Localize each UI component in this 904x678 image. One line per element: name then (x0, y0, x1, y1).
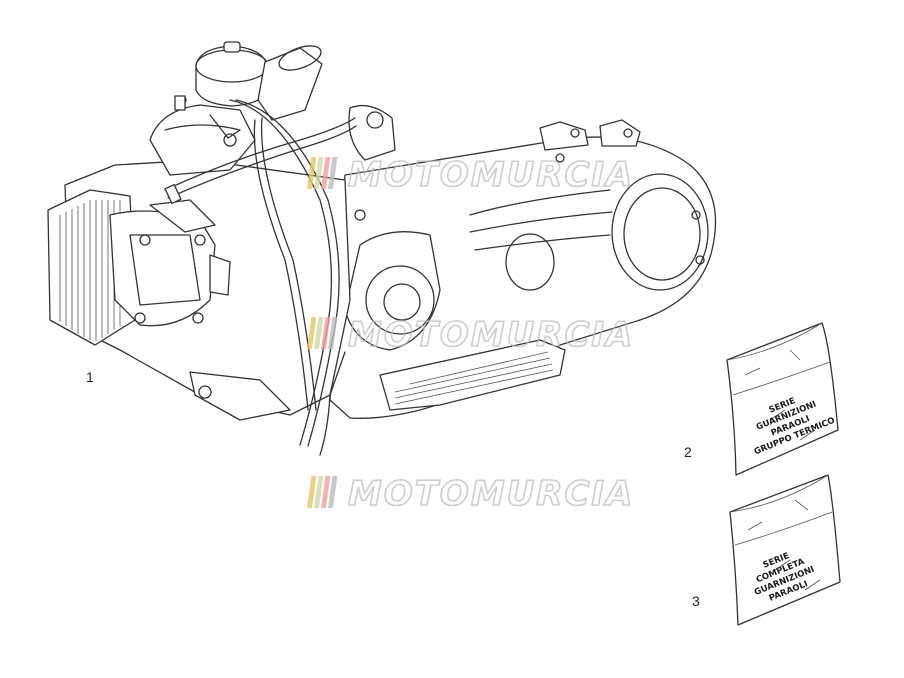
watermark-stripe (327, 476, 338, 508)
callout-3: 3 (692, 593, 700, 609)
watermark-stripe (306, 476, 317, 508)
watermark-stripe (306, 317, 317, 349)
watermark-stripe (313, 476, 324, 508)
seal-kit-bag-2[interactable]: SERIE GUARNIZIONI PARAOLI GRUPPO TERMICO (726, 322, 839, 476)
watermark-stripe (320, 476, 331, 508)
watermark-stripe (320, 157, 331, 189)
watermark-top: MOTOMURCIA (306, 154, 634, 196)
watermark-stripe (313, 157, 324, 189)
watermark-stripe (327, 157, 338, 189)
watermark-stripes (306, 476, 338, 508)
watermark-stripe (327, 317, 338, 349)
seal-kit-bag-3[interactable]: SERIE COMPLETA GUARNIZIONI PARAOLI (729, 474, 841, 626)
watermark-stripes (306, 157, 338, 189)
watermark-stripe (313, 317, 324, 349)
watermark-text: MOTOMURCIA (348, 474, 634, 514)
watermark-stripe (320, 317, 331, 349)
watermark-stripe (306, 157, 317, 189)
watermark-bottom: MOTOMURCIA (306, 473, 634, 515)
watermark-stripes (306, 317, 338, 349)
watermark-text: MOTOMURCIA (348, 155, 634, 195)
callout-2: 2 (684, 444, 692, 460)
callout-1: 1 (86, 369, 94, 385)
watermark-middle: MOTOMURCIA (306, 314, 634, 356)
watermark-text: MOTOMURCIA (348, 315, 634, 355)
engine-assembly-drawing[interactable] (47, 41, 717, 456)
